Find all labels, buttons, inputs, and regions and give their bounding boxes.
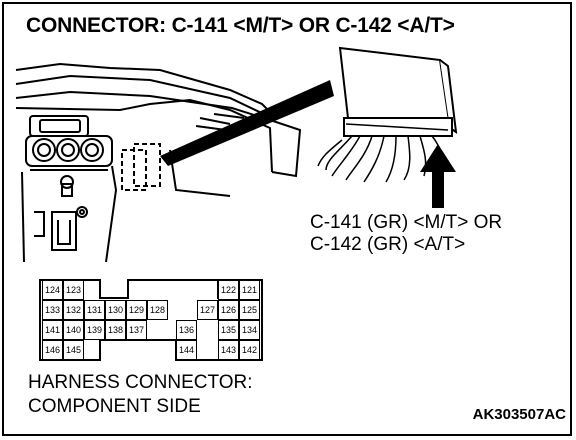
harness-label-line1: HARNESS CONNECTOR: — [28, 372, 253, 393]
connector-label-line1: C-141 (GR) <M/T> OR — [310, 212, 503, 233]
pin-132: 132 — [63, 300, 84, 320]
pin-141: 141 — [42, 320, 63, 340]
pin-123: 123 — [63, 280, 84, 300]
pin-136: 136 — [176, 320, 197, 340]
pin-133: 133 — [42, 300, 63, 320]
pin-137: 137 — [126, 320, 147, 340]
pin-131: 131 — [84, 300, 105, 320]
pin-121: 121 — [239, 280, 260, 300]
diagram-title: CONNECTOR: C-141 <M/T> OR C-142 <A/T> — [26, 14, 455, 37]
pin-140: 140 — [63, 320, 84, 340]
pin-130: 130 — [105, 300, 126, 320]
pin-139: 139 — [84, 320, 105, 340]
pin-146: 146 — [42, 340, 63, 360]
pin-135: 135 — [218, 320, 239, 340]
pin-127: 127 — [197, 300, 218, 320]
pin-138: 138 — [105, 320, 126, 340]
pin-142: 142 — [239, 340, 260, 360]
pin-125: 125 — [239, 300, 260, 320]
pin-145: 145 — [63, 340, 84, 360]
pin-122: 122 — [218, 280, 239, 300]
figure-code: AK303507AC — [472, 406, 566, 423]
pin-124: 124 — [42, 280, 63, 300]
harness-label-line2: COMPONENT SIDE — [28, 396, 201, 417]
pin-134: 134 — [239, 320, 260, 340]
pin-126: 126 — [218, 300, 239, 320]
pin-129: 129 — [126, 300, 147, 320]
pin-144: 144 — [176, 340, 197, 360]
connector-label-line2: C-142 (GR) <A/T> — [310, 234, 466, 255]
diagram-frame — [2, 2, 572, 436]
pin-128: 128 — [147, 300, 168, 320]
pin-143: 143 — [218, 340, 239, 360]
